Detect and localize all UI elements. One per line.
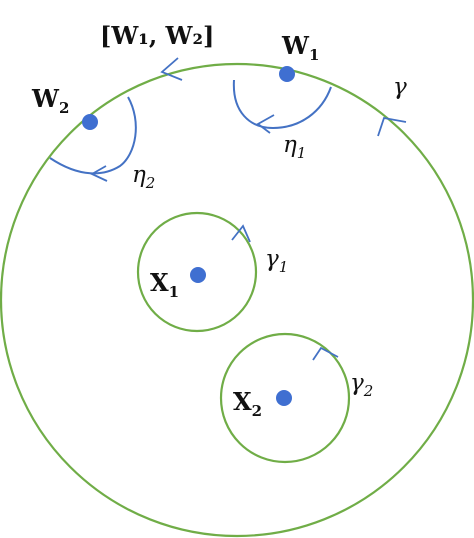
inner-circle-x1 xyxy=(136,211,258,333)
eta2-arrowhead-icon xyxy=(90,165,108,182)
gamma1-label: γ1 xyxy=(265,246,288,276)
eta2-loop xyxy=(49,96,137,175)
outer-circle xyxy=(0,62,474,538)
gamma-arrowhead-icon xyxy=(377,116,407,137)
w2-label: W2 xyxy=(31,84,69,117)
point-x2 xyxy=(276,390,292,406)
gamma2-arrowhead-icon xyxy=(312,346,339,361)
commutator-label: [W₁, W₂] xyxy=(100,21,214,50)
gamma-label: γ xyxy=(393,74,407,100)
w1-label: W1 xyxy=(281,31,319,64)
gamma1-arrowhead-icon xyxy=(231,224,251,243)
inner-circle-x2 xyxy=(219,332,351,464)
top-arrowhead-icon xyxy=(160,57,183,81)
point-w1 xyxy=(279,66,295,82)
x1-label: X1 xyxy=(150,268,179,301)
point-x1 xyxy=(190,267,206,283)
eta1-label: η1 xyxy=(283,132,306,162)
x2-label: X2 xyxy=(233,387,262,420)
gamma2-label: γ2 xyxy=(350,370,373,400)
eta1-loop xyxy=(232,79,332,130)
eta1-arrowhead-icon xyxy=(256,114,275,134)
eta2-label: η2 xyxy=(132,162,155,192)
point-w2 xyxy=(82,114,98,130)
